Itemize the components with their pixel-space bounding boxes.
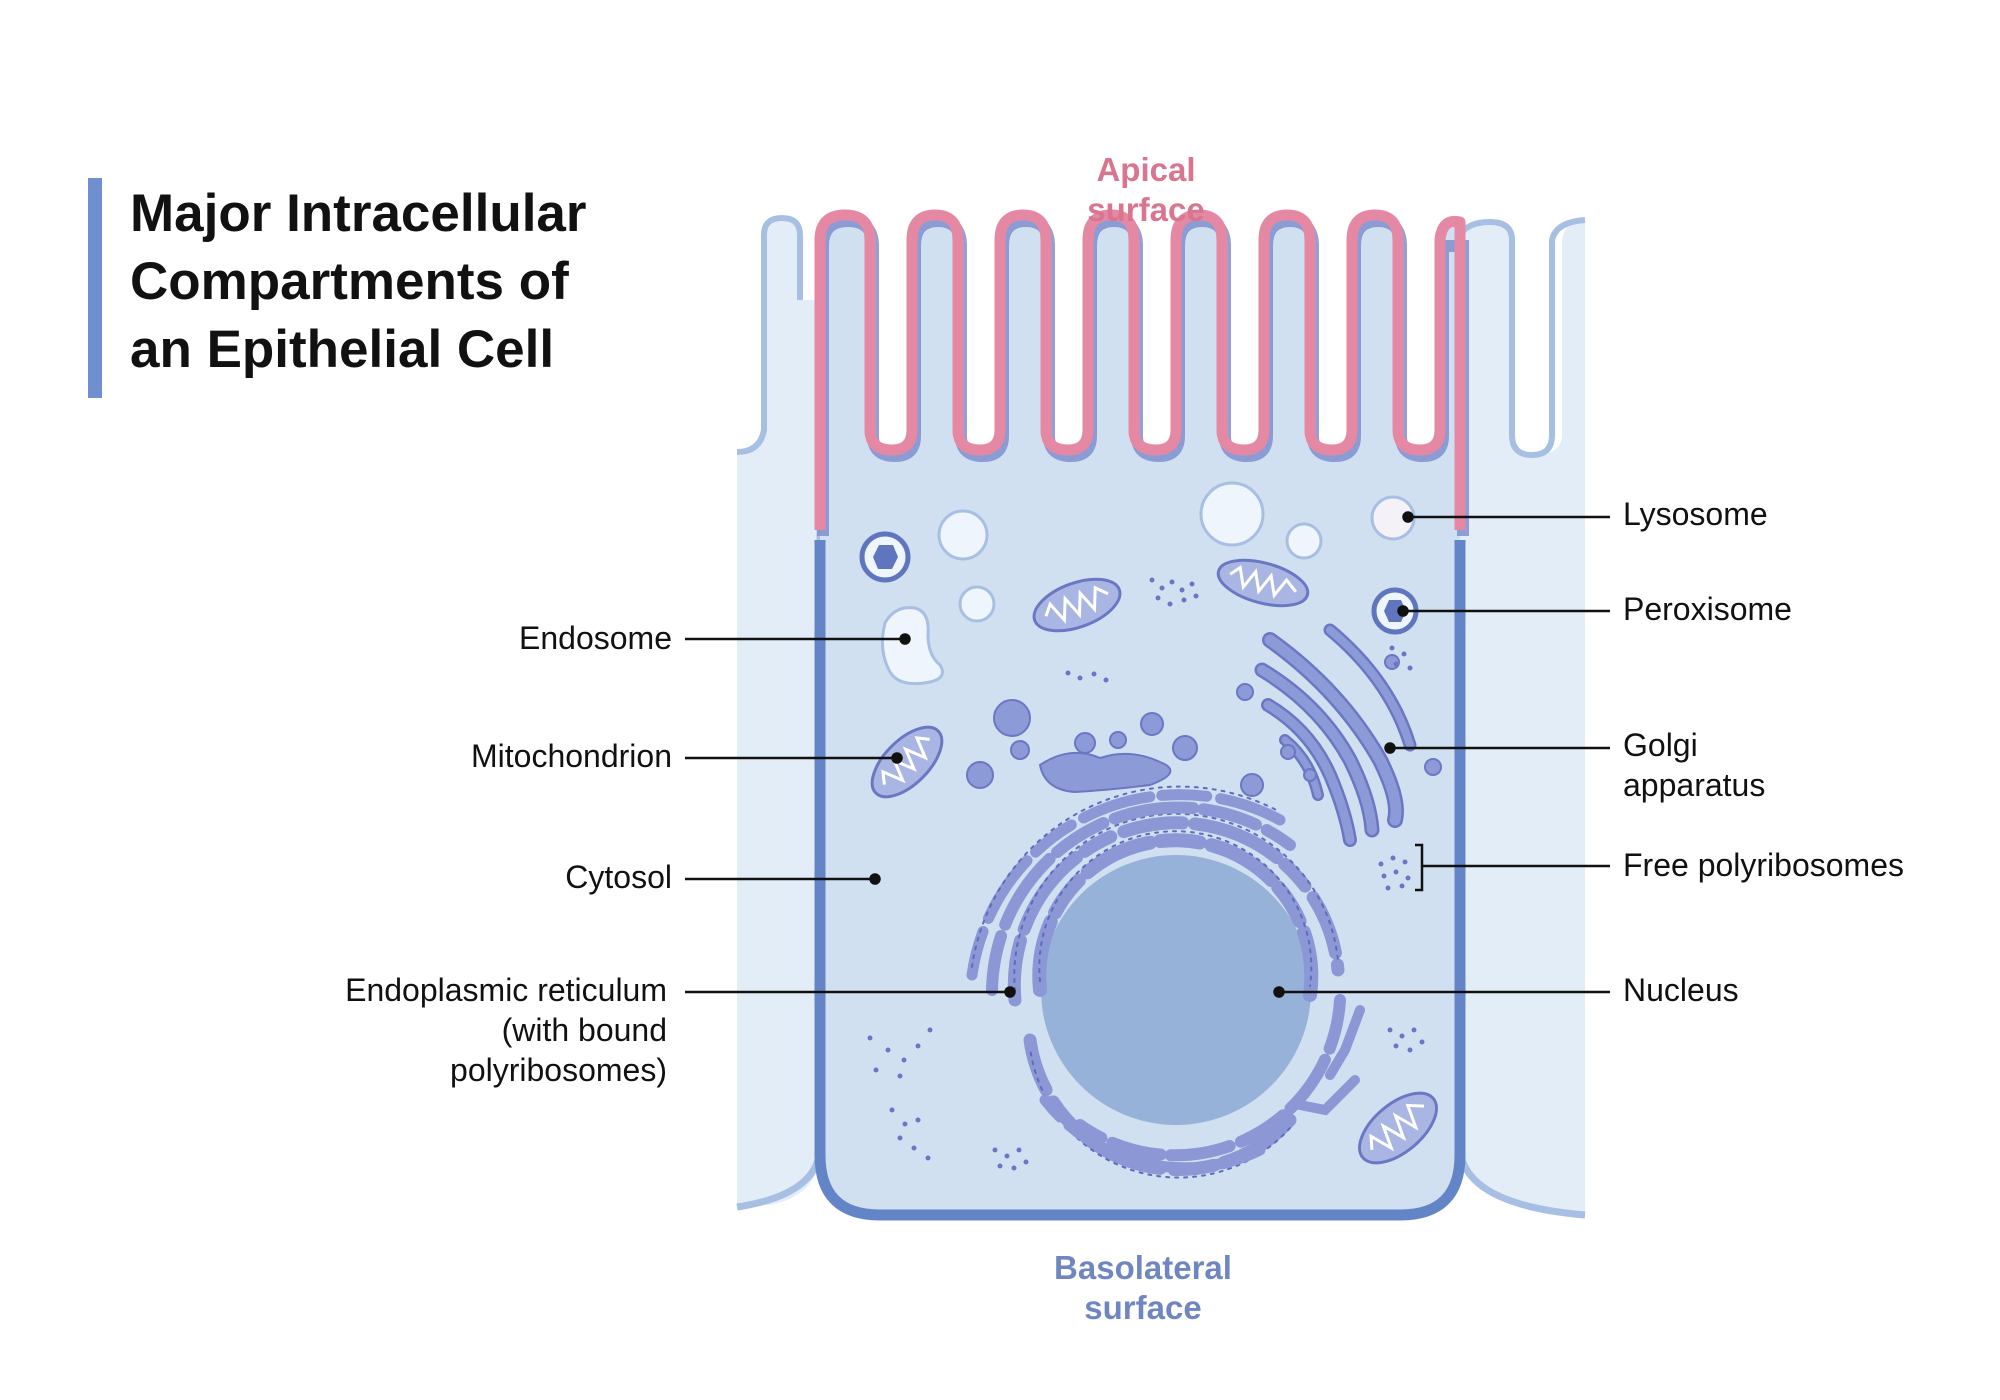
nucleus bbox=[1041, 855, 1311, 1125]
title-accent-bar bbox=[88, 178, 102, 398]
apical-surface-line-1: Apical bbox=[1096, 151, 1196, 188]
label-endosome-text: Endosome bbox=[519, 620, 672, 656]
title-line-1: Major Intracellular bbox=[130, 184, 587, 243]
label-endosome: Endosome bbox=[519, 618, 672, 658]
label-er-line-2: (with bound bbox=[501, 1012, 667, 1048]
golgi-apparatus bbox=[1254, 623, 1417, 847]
basolateral-surface-line-1: Basolateral bbox=[1054, 1249, 1232, 1286]
label-golgi-apparatus: Golgi apparatus bbox=[1623, 725, 1765, 805]
label-er-line-1: Endoplasmic reticulum bbox=[345, 972, 667, 1008]
label-er-line-3: polyribosomes) bbox=[450, 1052, 667, 1088]
label-nucleus-text: Nucleus bbox=[1623, 972, 1739, 1008]
title-line-3: an Epithelial Cell bbox=[130, 320, 555, 379]
diagram-title: Major Intracellular Compartments of an E… bbox=[130, 180, 690, 384]
label-golgi-line-2: apparatus bbox=[1623, 767, 1766, 803]
label-mitochondrion-text: Mitochondrion bbox=[471, 738, 672, 774]
mitochondrion-left bbox=[870, 725, 944, 799]
label-peroxisome: Peroxisome bbox=[1623, 589, 1792, 629]
leader-lines bbox=[685, 511, 1610, 998]
endoplasmic-reticulum bbox=[966, 785, 1365, 1179]
endosome bbox=[880, 606, 944, 686]
label-free-polyribosomes-text: Free polyribosomes bbox=[1623, 847, 1904, 883]
apical-membrane bbox=[814, 209, 1466, 530]
free-polyribosomes bbox=[867, 577, 1425, 1171]
label-lysosome-text: Lysosome bbox=[1623, 496, 1768, 532]
label-cytosol-text: Cytosol bbox=[565, 859, 672, 895]
label-endoplasmic-reticulum: Endoplasmic reticulum (with bound polyri… bbox=[345, 970, 667, 1090]
peroxisome-left bbox=[859, 531, 911, 583]
label-cytosol: Cytosol bbox=[565, 857, 672, 897]
vesicles bbox=[937, 481, 1323, 623]
label-lysosome: Lysosome bbox=[1623, 494, 1768, 534]
apical-surface-label: Apical surface bbox=[1016, 150, 1276, 230]
mitochondrion-top-right bbox=[1216, 558, 1310, 608]
er-vesicles bbox=[966, 699, 1264, 797]
basolateral-membrane bbox=[814, 540, 1466, 1221]
label-mitochondrion: Mitochondrion bbox=[471, 736, 672, 776]
label-nucleus: Nucleus bbox=[1623, 970, 1739, 1010]
mitochondrion-upper bbox=[1032, 577, 1122, 633]
label-golgi-line-1: Golgi bbox=[1623, 727, 1698, 763]
neighbor-cell-left bbox=[736, 214, 824, 1211]
apical-surface-line-2: surface bbox=[1087, 191, 1205, 228]
label-peroxisome-text: Peroxisome bbox=[1623, 591, 1792, 627]
neighbor-cell-right bbox=[1456, 217, 1586, 1219]
mitochondrion-bottom-right bbox=[1358, 1091, 1438, 1165]
basolateral-surface-label: Basolateral surface bbox=[1013, 1248, 1273, 1328]
basolateral-surface-line-2: surface bbox=[1084, 1289, 1202, 1326]
label-free-polyribosomes: Free polyribosomes bbox=[1623, 845, 1904, 885]
title-line-2: Compartments of bbox=[130, 252, 569, 311]
